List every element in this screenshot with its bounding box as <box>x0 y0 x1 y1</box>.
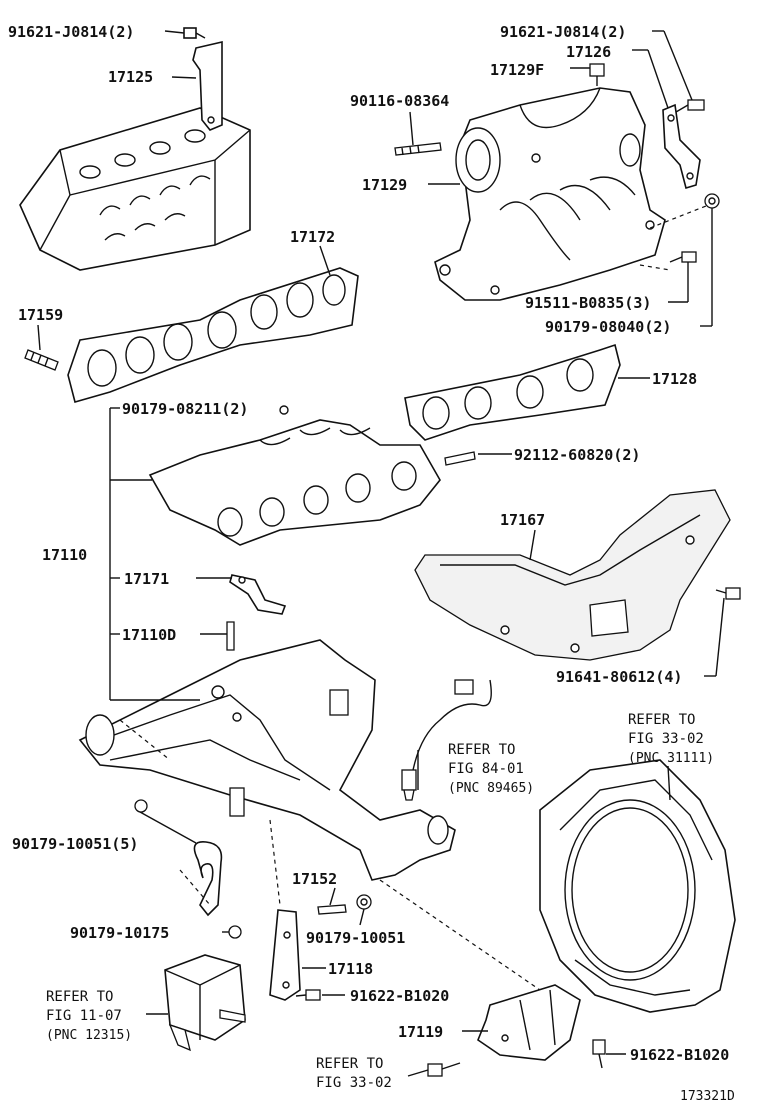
bracket-17119-illustration <box>477 984 581 1061</box>
stud-17110D-illustration <box>226 621 235 651</box>
bolt-bottom-ref-illustration <box>427 1062 461 1077</box>
label-91621-j0814-left: 91621-J0814(2) <box>8 23 134 41</box>
label-91621-j0814-right: 91621-J0814(2) <box>500 23 626 41</box>
nut-90179-10175-illustration <box>228 925 242 939</box>
label-90179-08040: 90179-08040(2) <box>545 318 671 336</box>
transmission-housing-illustration <box>539 759 736 1013</box>
label-90179-10175: 90179-10175 <box>70 924 169 942</box>
bolt-91622-right-illustration <box>592 1039 606 1069</box>
label-17126: 17126 <box>566 43 611 61</box>
nut-90179-08040-illustration <box>704 193 720 209</box>
label-17171: 17171 <box>124 570 169 588</box>
stud-17159-illustration <box>24 349 59 371</box>
refer-fig84-line2: FIG 84-01 <box>448 761 524 777</box>
label-17129: 17129 <box>362 176 407 194</box>
nut-90179-10051-illustration <box>356 894 372 910</box>
refer-fig11-line1: REFER TO <box>46 989 113 1005</box>
label-17172: 17172 <box>290 228 335 246</box>
bolt-91641-illustration <box>715 587 741 600</box>
label-90179-10051: 90179-10051 <box>306 929 405 947</box>
stud-17152-illustration <box>317 904 347 915</box>
refer-fig84-line3: (PNC 89465) <box>448 781 534 796</box>
label-17159: 17159 <box>18 306 63 324</box>
label-17118: 17118 <box>328 960 373 978</box>
nut-90179-10051-5-illustration <box>134 799 148 813</box>
bolt-17129F-illustration <box>589 63 605 86</box>
label-90179-08211: 90179-08211(2) <box>122 400 248 418</box>
refer-fig33-top-line3: (PNC 31111) <box>628 751 714 766</box>
gasket-17128-illustration <box>404 343 621 441</box>
label-17167: 17167 <box>500 511 545 529</box>
refer-fig11-line2: FIG 11-07 <box>46 1008 122 1024</box>
label-92112-60820: 92112-60820(2) <box>514 446 640 464</box>
label-17128: 17128 <box>652 370 697 388</box>
bracket-90179-10175-hook-illustration <box>193 841 223 917</box>
stud-92112-illustration <box>444 451 476 466</box>
engine-block-illustration <box>19 107 251 271</box>
refer-fig33-top-line1: REFER TO <box>628 712 695 728</box>
stud-90116-illustration <box>394 142 442 156</box>
refer-fig33-bottom-line1: REFER TO <box>316 1056 383 1072</box>
label-91622-b1020-left: 91622-B1020 <box>350 987 449 1005</box>
label-91622-b1020-right: 91622-B1020 <box>630 1046 729 1064</box>
label-17129F: 17129F <box>490 61 544 79</box>
label-17119: 17119 <box>398 1023 443 1041</box>
bolt-91621-right-illustration <box>675 99 705 113</box>
bracket-17171-illustration <box>229 574 287 615</box>
bolt-91621-left-illustration <box>183 27 206 39</box>
refer-fig11-line3: (PNC 12315) <box>46 1028 132 1043</box>
label-91641-80612: 91641-80612(4) <box>556 668 682 686</box>
engine-mount-illustration <box>164 954 246 1052</box>
exhaust-manifold-17110-illustration <box>148 405 441 546</box>
bolt-91622-left-illustration <box>295 989 321 1001</box>
bolt-91511-illustration <box>669 251 697 263</box>
label-90179-10051-5: 90179-10051(5) <box>12 835 138 853</box>
refer-fig84-line1: REFER TO <box>448 742 515 758</box>
refer-labels: REFER TO FIG 33-02 (PNC 31111) REFER TO … <box>46 712 714 1091</box>
intake-manifold-17129-illustration <box>434 87 666 301</box>
label-17110: 17110 <box>42 546 87 564</box>
refer-fig33-top-line2: FIG 33-02 <box>628 731 704 747</box>
label-17125: 17125 <box>108 68 153 86</box>
label-90116-08364: 90116-08364 <box>350 92 449 110</box>
oxygen-sensor-illustration <box>401 679 492 801</box>
label-91511-b0835: 91511-B0835(3) <box>525 294 651 312</box>
label-17110D: 17110D <box>122 626 176 644</box>
bracket-17118-illustration <box>269 909 301 1001</box>
bracket-17126-illustration <box>662 103 701 190</box>
diagram-id: 173321D <box>680 1089 735 1104</box>
gasket-17172-illustration <box>67 267 359 403</box>
leader-lines <box>37 30 725 1077</box>
refer-fig33-bottom-line2: FIG 33-02 <box>316 1075 392 1091</box>
label-17152: 17152 <box>292 870 337 888</box>
part-labels: 91621-J0814(2) 17125 91621-J0814(2) 1712… <box>8 23 729 1064</box>
heat-insulator-17167-illustration <box>414 489 731 661</box>
bracket-17125-illustration <box>192 40 223 131</box>
